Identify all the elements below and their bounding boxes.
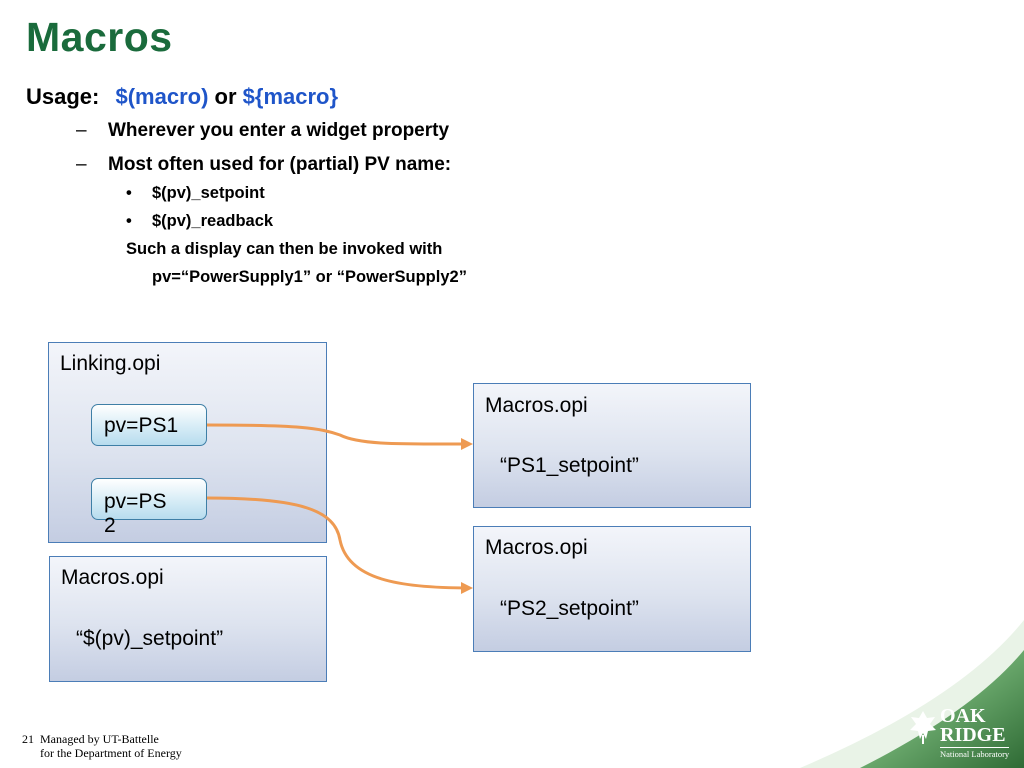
dash-marker: –	[76, 120, 87, 141]
slide-footer: 21 Managed by UT-Battelle for the Departm…	[22, 732, 182, 760]
dash-item: –Most often used for (partial) PV name:	[76, 154, 451, 176]
footer-line: Managed by UT-Battelle	[40, 732, 159, 746]
invocation-paragraph: Such a display can then be invoked with …	[126, 235, 467, 291]
box-title: Macros.opi	[485, 394, 588, 417]
macro-syntax-parens: $(macro)	[115, 84, 209, 109]
bullet-item: • $(pv)_readback	[126, 212, 273, 231]
arrow-ps2	[206, 496, 473, 594]
chip-label: pv=PS	[104, 490, 167, 513]
chip-label-wrap: 2	[104, 514, 116, 537]
arrow-ps1	[206, 423, 473, 451]
pv-ps2-chip[interactable]: pv=PS 2	[91, 478, 207, 537]
paragraph-line: Such a display can then be invoked with	[126, 240, 443, 258]
box-title: Linking.opi	[60, 352, 161, 375]
dash-marker: –	[76, 154, 87, 175]
macros-opi-ps1-box: Macros.opi “PS1_setpoint”	[473, 383, 751, 508]
macros-opi-template-box: Macros.opi “$(pv)_setpoint”	[49, 556, 327, 682]
box-title: Macros.opi	[61, 566, 164, 589]
bullet-marker: •	[126, 184, 132, 202]
bullet-item-text: $(pv)_readback	[152, 212, 274, 230]
chip-label: pv=PS1	[104, 414, 179, 437]
logo-word-ridge: RIDGE	[940, 724, 1006, 746]
macros-opi-ps2-box: Macros.opi “PS2_setpoint”	[473, 526, 751, 652]
box-text: “PS1_setpoint”	[500, 454, 639, 477]
slide-title: Macros	[26, 14, 173, 60]
dash-item-text: Wherever you enter a widget property	[108, 120, 450, 141]
box-text: “PS2_setpoint”	[500, 597, 639, 620]
box-title: Macros.opi	[485, 536, 588, 559]
usage-or: or	[214, 84, 237, 109]
pv-ps1-chip[interactable]: pv=PS1	[91, 404, 207, 446]
logo-word-national-laboratory: National Laboratory	[940, 747, 1010, 759]
oak-ridge-logo: OAK RIDGE National Laboratory	[908, 705, 1018, 765]
bullet-item: • $(pv)_setpoint	[126, 184, 265, 203]
bullet-item-text: $(pv)_setpoint	[152, 184, 265, 202]
logo-word-oak: OAK	[940, 705, 986, 727]
bullet-marker: •	[126, 212, 132, 230]
footer-line: for the Department of Energy	[40, 746, 182, 760]
oak-leaf-icon	[910, 711, 936, 744]
paragraph-line: pv=“PowerSupply1” or “PowerSupply2”	[152, 268, 467, 286]
page-number: 21	[22, 732, 34, 746]
dash-item-text: Most often used for (partial) PV name:	[108, 154, 452, 175]
usage-line: Usage: $(macro) or ${macro}	[26, 84, 338, 110]
usage-label: Usage:	[26, 84, 100, 109]
dash-item: –Wherever you enter a widget property	[76, 120, 449, 142]
box-text: “$(pv)_setpoint”	[76, 627, 224, 650]
macro-syntax-braces: ${macro}	[242, 84, 339, 109]
